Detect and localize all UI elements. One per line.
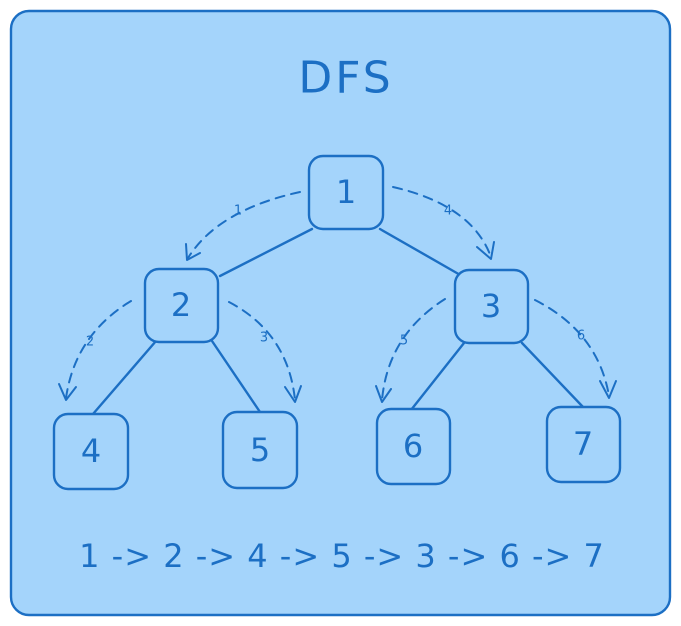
traversal-arrow-5: 5 — [375, 298, 446, 403]
diagram-panel — [9, 9, 672, 617]
arrowhead-3 — [284, 385, 302, 403]
node-label-4: 4 — [81, 432, 101, 470]
node-label-7: 7 — [573, 425, 593, 463]
node-3: 3 — [453, 268, 530, 345]
node-box-7 — [545, 405, 622, 484]
traversal-arrow-4: 4 — [392, 186, 495, 260]
node-box-2 — [143, 267, 220, 344]
step-label-4: 4 — [444, 204, 452, 219]
arrowhead-6 — [599, 380, 617, 399]
traversal-arrow-3: 3 — [228, 301, 302, 403]
node-label-2: 2 — [171, 286, 191, 324]
tree-edges — [91, 227, 585, 416]
edge-1-2 — [218, 227, 314, 278]
diagram-title: DFS — [298, 53, 393, 104]
node-5: 5 — [221, 410, 299, 490]
node-7: 7 — [545, 405, 622, 484]
edge-3-6 — [409, 341, 466, 412]
arrowhead-4 — [476, 241, 495, 260]
traversal-arrow-6: 6 — [534, 299, 617, 399]
arrowhead-5 — [375, 385, 392, 403]
traversal-arrow-2: 2 — [58, 300, 132, 401]
node-label-1: 1 — [336, 173, 356, 211]
node-label-6: 6 — [403, 427, 423, 465]
edge-3-7 — [520, 341, 585, 409]
step-label-6: 6 — [577, 329, 585, 344]
edge-2-4 — [91, 339, 158, 416]
node-2: 2 — [143, 267, 220, 344]
node-box-4 — [52, 412, 130, 491]
step-label-5: 5 — [400, 334, 408, 349]
node-box-1 — [307, 154, 385, 231]
node-box-5 — [221, 410, 299, 490]
traversal-order: 1 -> 2 -> 4 -> 5 -> 3 -> 6 -> 7 — [79, 537, 605, 575]
arrowhead-2 — [58, 383, 77, 401]
step-label-1: 1 — [234, 204, 242, 219]
tree-nodes: 1 2 3 4 5 6 7 — [52, 154, 622, 491]
node-label-3: 3 — [481, 287, 501, 325]
node-4: 4 — [52, 412, 130, 491]
node-box-6 — [375, 407, 452, 486]
arrowhead-1 — [185, 243, 201, 261]
edge-2-5 — [210, 339, 262, 414]
step-label-2: 2 — [86, 335, 94, 350]
traversal-arrows: 1 2 3 4 5 6 — [58, 186, 617, 403]
node-box-3 — [453, 268, 530, 345]
node-label-5: 5 — [250, 431, 270, 469]
node-1: 1 — [307, 154, 385, 231]
edge-1-3 — [378, 227, 464, 278]
traversal-arrow-1: 1 — [185, 191, 301, 261]
step-label-3: 3 — [260, 331, 268, 346]
node-6: 6 — [375, 407, 452, 486]
